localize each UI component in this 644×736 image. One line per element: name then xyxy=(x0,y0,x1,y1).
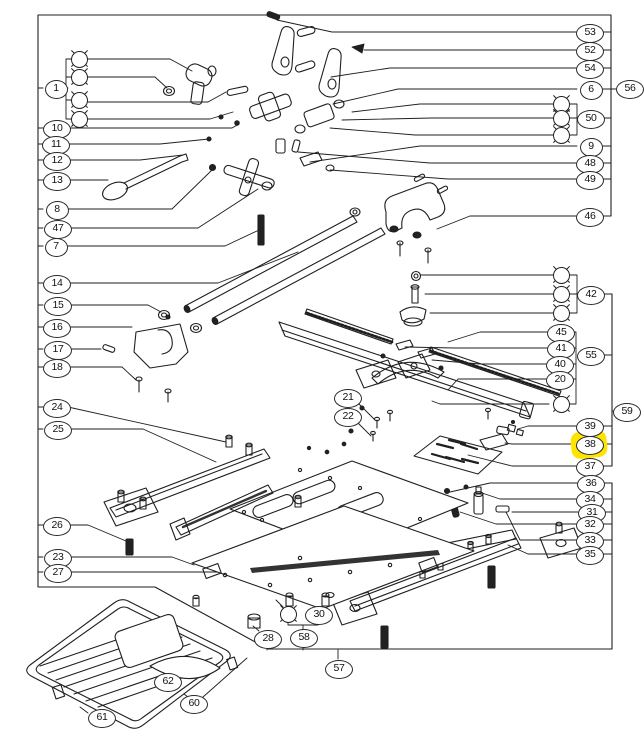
callout-8[interactable]: 8 xyxy=(45,200,69,220)
clamp-shoe-part xyxy=(102,314,189,403)
callout-17[interactable]: 17 xyxy=(44,340,72,360)
callout-58[interactable]: 58 xyxy=(290,628,318,648)
callout-9[interactable]: 9 xyxy=(579,137,603,157)
guide-tubes xyxy=(157,215,386,334)
handle-and-lever-parts xyxy=(102,11,345,246)
not-available-crossed-circle-icon xyxy=(69,109,90,130)
slotted-plate-part xyxy=(413,419,524,475)
base-plate-parts xyxy=(191,460,475,610)
not-available-crossed-circle-icon xyxy=(551,265,572,286)
callout-39[interactable]: 39 xyxy=(576,417,604,437)
callout-35[interactable]: 35 xyxy=(576,545,604,565)
case-latch xyxy=(226,656,239,671)
not-available-crossed-circle-icon xyxy=(551,303,572,324)
bottom-fastener-parts xyxy=(192,592,330,629)
callout-14[interactable]: 14 xyxy=(43,274,71,294)
angle-stop-assembly xyxy=(278,270,562,455)
callout-62[interactable]: 62 xyxy=(154,672,182,692)
callout-16[interactable]: 16 xyxy=(43,318,71,338)
small-fastener-parts xyxy=(443,484,510,518)
not-available-crossed-circle-icon xyxy=(69,67,90,88)
callout-1[interactable]: 1 xyxy=(44,79,68,99)
callout-28[interactable]: 28 xyxy=(254,629,282,649)
callout-56[interactable]: 56 xyxy=(616,79,644,99)
case-latch xyxy=(51,684,66,700)
not-available-crossed-circle-icon xyxy=(551,125,572,146)
callout-30[interactable]: 30 xyxy=(305,605,333,625)
callout-47[interactable]: 47 xyxy=(44,219,72,239)
callout-42[interactable]: 42 xyxy=(577,285,605,305)
callout-53[interactable]: 53 xyxy=(576,23,604,43)
callout-54[interactable]: 54 xyxy=(576,59,604,79)
callout-15[interactable]: 15 xyxy=(44,296,72,316)
saddle-bracket-part xyxy=(349,173,449,264)
callout-25[interactable]: 25 xyxy=(44,420,72,440)
arrow-52 xyxy=(351,43,365,54)
not-available-crossed-circle-icon xyxy=(278,604,299,625)
not-available-crossed-circle-icon xyxy=(551,394,572,415)
callout-18[interactable]: 18 xyxy=(43,358,71,378)
extension-bar-parts xyxy=(103,434,274,556)
callout-37[interactable]: 37 xyxy=(576,457,604,477)
callout-55[interactable]: 55 xyxy=(577,346,605,366)
callout-60[interactable]: 60 xyxy=(180,694,208,714)
callout-61[interactable]: 61 xyxy=(88,708,116,728)
callout-23[interactable]: 23 xyxy=(44,548,72,568)
clamp-lever-part xyxy=(223,158,275,197)
callout-22[interactable]: 22 xyxy=(334,407,362,427)
callout-7[interactable]: 7 xyxy=(44,237,68,257)
callout-21[interactable]: 21 xyxy=(334,388,362,408)
not-available-crossed-circle-icon xyxy=(551,108,572,129)
not-available-crossed-circle-icon xyxy=(551,284,572,305)
callout-27[interactable]: 27 xyxy=(44,563,72,583)
callout-46[interactable]: 46 xyxy=(576,207,604,227)
callout-26[interactable]: 26 xyxy=(43,516,71,536)
callout-38[interactable]: 38 xyxy=(576,435,604,455)
callout-6[interactable]: 6 xyxy=(579,80,603,100)
callout-24[interactable]: 24 xyxy=(43,398,71,418)
callout-13[interactable]: 13 xyxy=(43,171,71,191)
frame-lines xyxy=(37,14,613,650)
callout-12[interactable]: 12 xyxy=(43,151,71,171)
callout-50[interactable]: 50 xyxy=(577,109,605,129)
callout-59[interactable]: 59 xyxy=(613,402,641,422)
rod-part-7 xyxy=(257,214,265,246)
callout-52[interactable]: 52 xyxy=(576,41,604,61)
callout-20[interactable]: 20 xyxy=(546,370,574,390)
callout-57[interactable]: 57 xyxy=(325,659,353,679)
not-available-crossed-circle-icon xyxy=(69,90,90,111)
not-available-crossed-circle-icon xyxy=(69,49,90,70)
callout-49[interactable]: 49 xyxy=(576,170,604,190)
